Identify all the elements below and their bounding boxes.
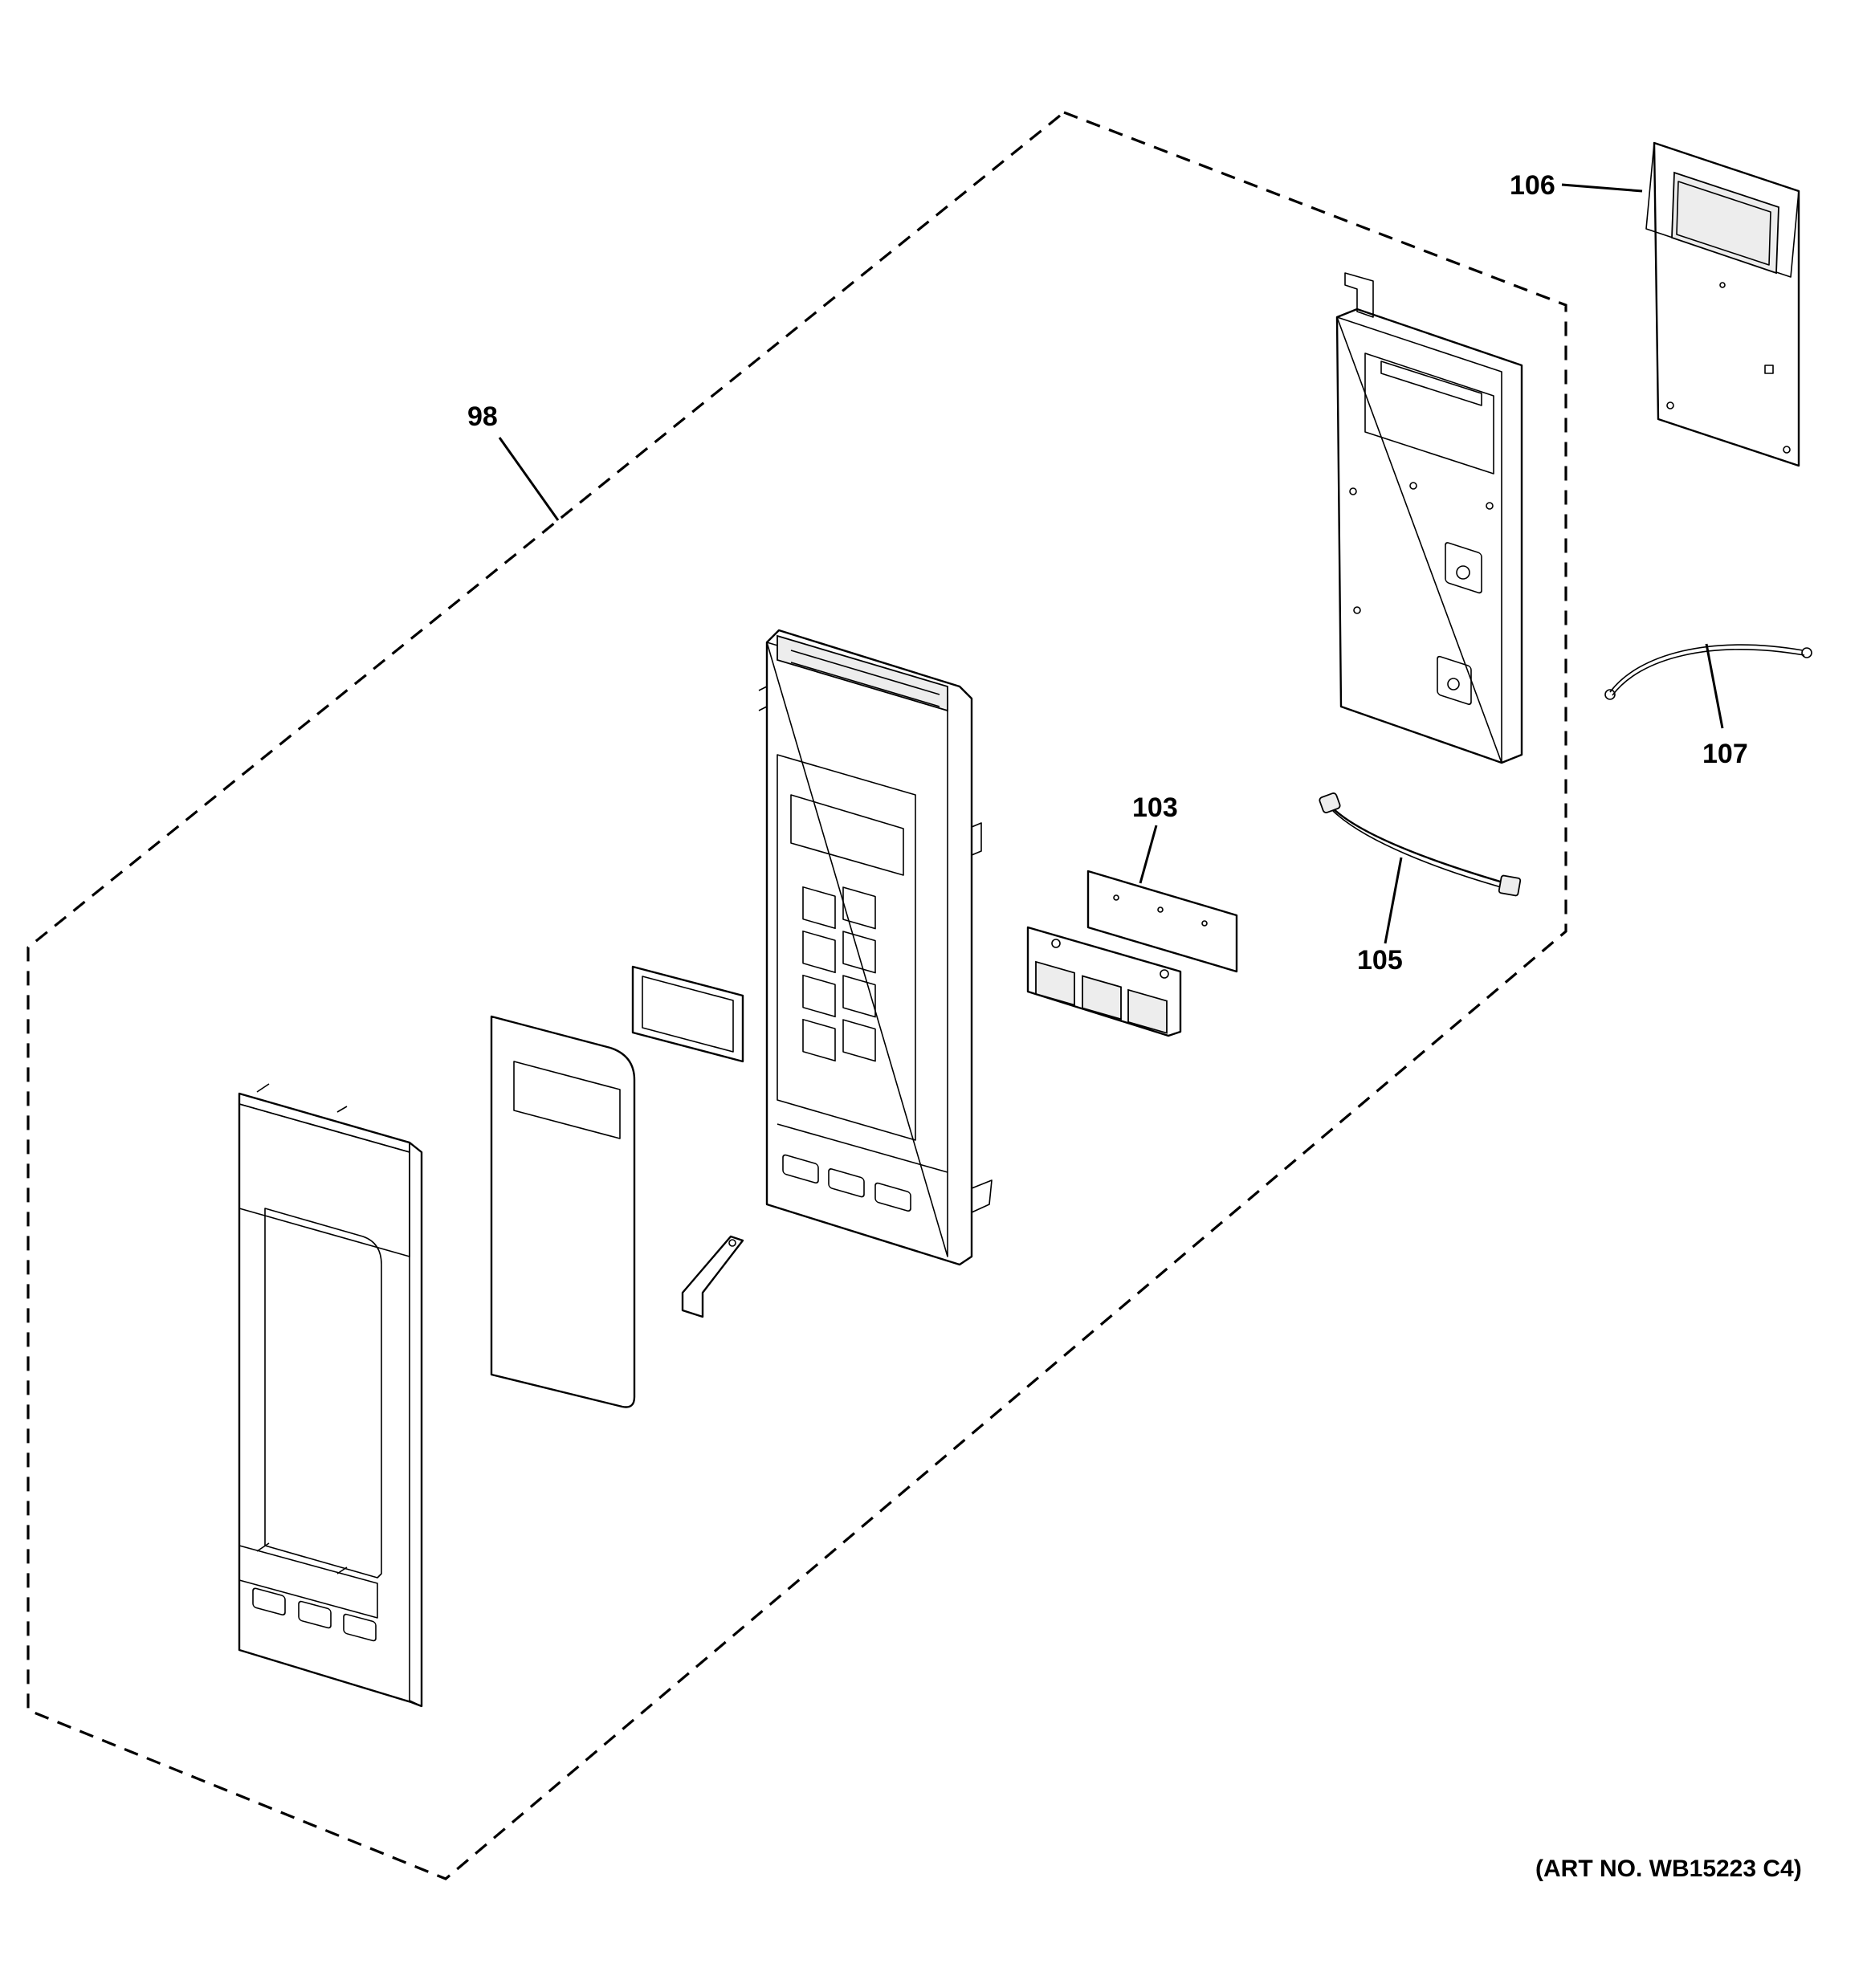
control-housing-part	[758, 629, 993, 1266]
art-number: (ART NO. WB15223 C4)	[1535, 1856, 1802, 1882]
keypad-grid	[802, 886, 876, 1062]
mounting-bracket-part	[1335, 272, 1523, 764]
callout-105: 105	[1357, 945, 1403, 976]
latch-bracket-part	[681, 1235, 744, 1318]
front-panel-part	[238, 1083, 423, 1708]
leader-103	[1139, 825, 1158, 884]
callout-103: 103	[1132, 792, 1178, 823]
part-107-sensor-wire	[1604, 644, 1812, 700]
leader-107	[1705, 643, 1724, 729]
assembly-98-boundary	[26, 111, 1567, 1880]
callout-107: 107	[1702, 739, 1748, 769]
part-103-shield	[1086, 870, 1238, 973]
switch-board-part	[1026, 926, 1182, 1037]
callout-98: 98	[467, 401, 498, 432]
window-gasket-part	[631, 965, 744, 1063]
overlay-sheet-part	[490, 1015, 636, 1408]
leader-106	[1561, 183, 1643, 193]
leader-105	[1384, 857, 1403, 944]
leader-98	[498, 437, 560, 521]
part-105-wire-harness	[1319, 792, 1522, 897]
part-106-control-board	[1645, 141, 1800, 467]
callout-106: 106	[1510, 170, 1555, 201]
